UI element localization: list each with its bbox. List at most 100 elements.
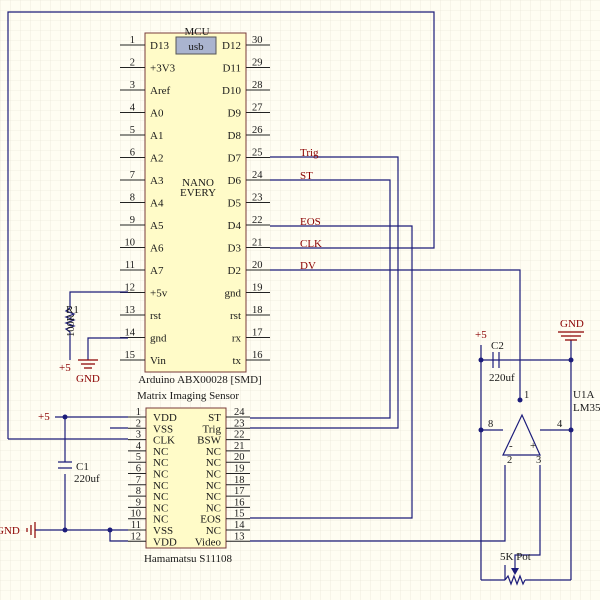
pin-number: 13: [125, 305, 136, 316]
opamp-pin1: 1: [524, 390, 529, 401]
mcu-body: [144, 32, 247, 373]
capacitor-c1[interactable]: C1 220uf: [58, 461, 100, 485]
net-label-trig: Trig: [300, 147, 319, 159]
pin-name: EOS: [200, 514, 221, 526]
resistor-r1[interactable]: R1 100R: [64, 304, 79, 337]
capacitor-c2[interactable]: C2 220uf: [489, 340, 515, 384]
opamp-pin3: 3: [536, 455, 541, 466]
mcu-left-pin-13: 13 rst: [120, 305, 161, 322]
pin-name: NC: [206, 525, 221, 537]
pin-number: 24: [252, 170, 263, 181]
pin-number: 2: [130, 58, 135, 69]
wires: [7, 11, 572, 581]
pin-number: 26: [252, 125, 263, 136]
pin-name: Trig: [202, 423, 221, 435]
pin-number: 5: [130, 125, 135, 136]
pin-name: NC: [153, 457, 168, 469]
sensor-right-pin-18: 18 NC: [206, 475, 250, 492]
resistor-zigzag: [64, 307, 76, 333]
power-plus5-r1: +5: [59, 362, 71, 374]
pin-name: NC: [206, 480, 221, 492]
mcu-right-pin-24: 24 D6: [228, 170, 270, 187]
sensor-body: [145, 407, 227, 549]
pin-name: A1: [150, 130, 163, 142]
pin-number: 9: [130, 215, 135, 226]
r1-ref: R1: [66, 304, 79, 316]
pin-name: A5: [150, 220, 164, 232]
pin-name: rst: [150, 310, 161, 322]
pin-number: 7: [130, 170, 135, 181]
sensor-right-pin-14: 14 NC: [206, 520, 250, 537]
pin-name: D2: [228, 265, 241, 277]
pin-number: 12: [125, 283, 136, 294]
pot-arrow: [511, 568, 519, 575]
pin-name: NC: [206, 502, 221, 514]
pin-number: 18: [252, 305, 263, 316]
sensor-footer: Hamamatsu S11108: [144, 553, 233, 565]
pot-resistor: [504, 574, 526, 586]
pot-5k[interactable]: 5K Pot: [500, 551, 531, 586]
pin-number: 14: [234, 520, 245, 531]
pot-label: 5K Pot: [500, 551, 531, 563]
pin-name: ST: [208, 412, 221, 424]
pin-number: 23: [252, 193, 263, 204]
mcu-component[interactable]: usb MCU NANO EVERY Arduino ABX00028 [SMD…: [120, 26, 270, 386]
pin-number: 18: [234, 475, 245, 486]
wire-gnd14: [87, 337, 128, 360]
pin-name: Aref: [150, 85, 170, 97]
pin-name: A0: [150, 108, 164, 120]
pin-number: 11: [131, 520, 141, 531]
sensor-component[interactable]: Matrix Imaging Sensor Hamamatsu S11108 1…: [128, 390, 250, 565]
sensor-right-pin-13: 13 Video: [195, 531, 250, 548]
pin-number: 22: [234, 430, 245, 441]
pin-name: NC: [206, 446, 221, 458]
wire-r1: [69, 291, 128, 308]
pin-name: NC: [206, 469, 221, 481]
net-label-clk: CLK: [300, 238, 322, 250]
opamp-ref: U1A: [573, 389, 594, 401]
pin-number: 13: [234, 531, 245, 542]
sensor-title: Matrix Imaging Sensor: [137, 390, 239, 402]
pin-number: 3: [130, 80, 135, 91]
pin-number: 17: [234, 486, 245, 497]
pin-number: 27: [252, 103, 263, 114]
pin-number: 6: [130, 148, 135, 159]
pin-number: 11: [125, 260, 135, 271]
pin-name: D12: [222, 40, 241, 52]
pin-number: 20: [234, 452, 245, 463]
pin-name: VSS: [153, 525, 173, 537]
c1-ref: C1: [76, 461, 89, 473]
pin-number: 9: [136, 497, 141, 508]
pin-name: D6: [228, 175, 242, 187]
wire-trig: [250, 156, 399, 429]
pin-number: 5: [136, 452, 141, 463]
pin-name: A3: [150, 175, 164, 187]
pin-name: tx: [232, 355, 241, 367]
pin-name: Video: [195, 536, 222, 548]
pin-number: 14: [125, 328, 136, 339]
pin-name: D7: [228, 153, 242, 165]
pin-name: A2: [150, 153, 163, 165]
pin-number: 7: [136, 475, 141, 486]
mcu-left-pin-5: 5 A1: [120, 125, 163, 142]
